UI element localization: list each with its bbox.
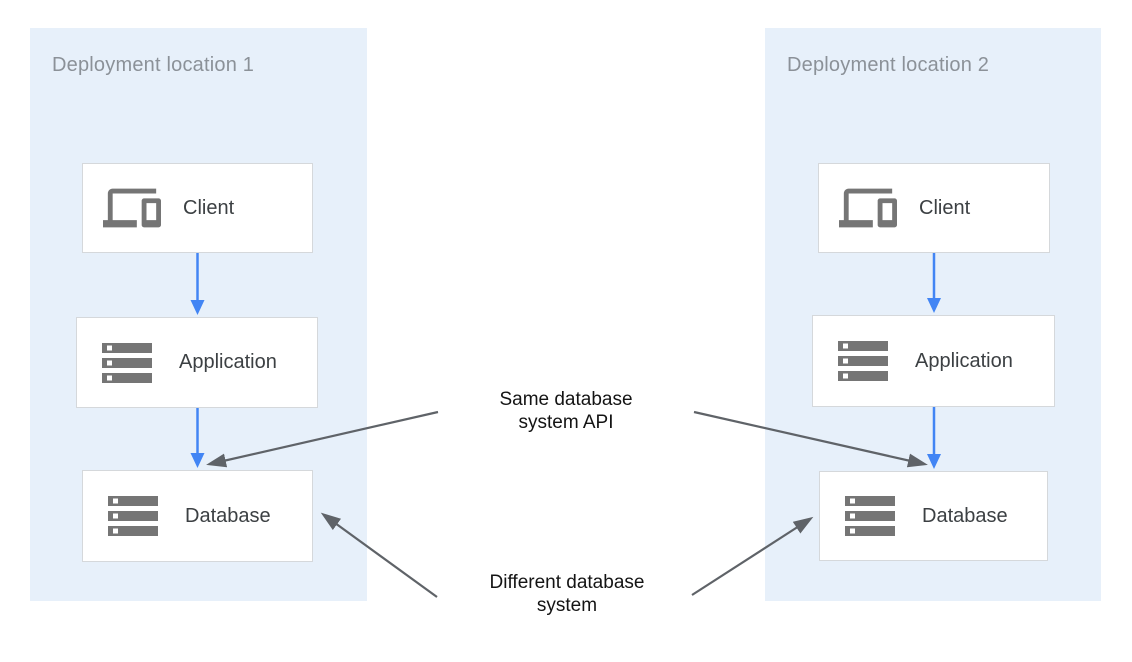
server-stack-icon [103, 486, 163, 546]
node-label: Client [919, 196, 971, 219]
node-label: Database [922, 504, 1008, 527]
node-application-location2: Application [812, 315, 1055, 407]
node-client-location2: Client [818, 163, 1050, 253]
node-label: Client [183, 196, 235, 219]
server-stack-icon [833, 331, 893, 391]
annotation-line: Same database [499, 389, 633, 410]
node-label: Application [915, 349, 1013, 372]
node-label: Database [185, 504, 271, 527]
node-client-location1: Client [82, 163, 313, 253]
annotation-different-database-system: Different database system [490, 571, 645, 617]
annotation-line: system API [518, 412, 614, 433]
panel-title: Deployment location 2 [787, 54, 990, 76]
node-database-location2: Database [819, 471, 1048, 561]
server-stack-icon [840, 486, 900, 546]
node-database-location1: Database [82, 470, 313, 562]
server-stack-icon [97, 333, 157, 393]
annotation-same-database-api: Same database system API [499, 388, 632, 434]
devices-icon [103, 179, 161, 237]
node-label: Application [179, 351, 277, 373]
annotation-line: system [536, 595, 598, 616]
panel-title: Deployment location 1 [52, 54, 255, 76]
annotation-line: Different database [489, 572, 645, 593]
devices-icon [839, 179, 897, 237]
node-application-location1: Application [76, 317, 318, 408]
